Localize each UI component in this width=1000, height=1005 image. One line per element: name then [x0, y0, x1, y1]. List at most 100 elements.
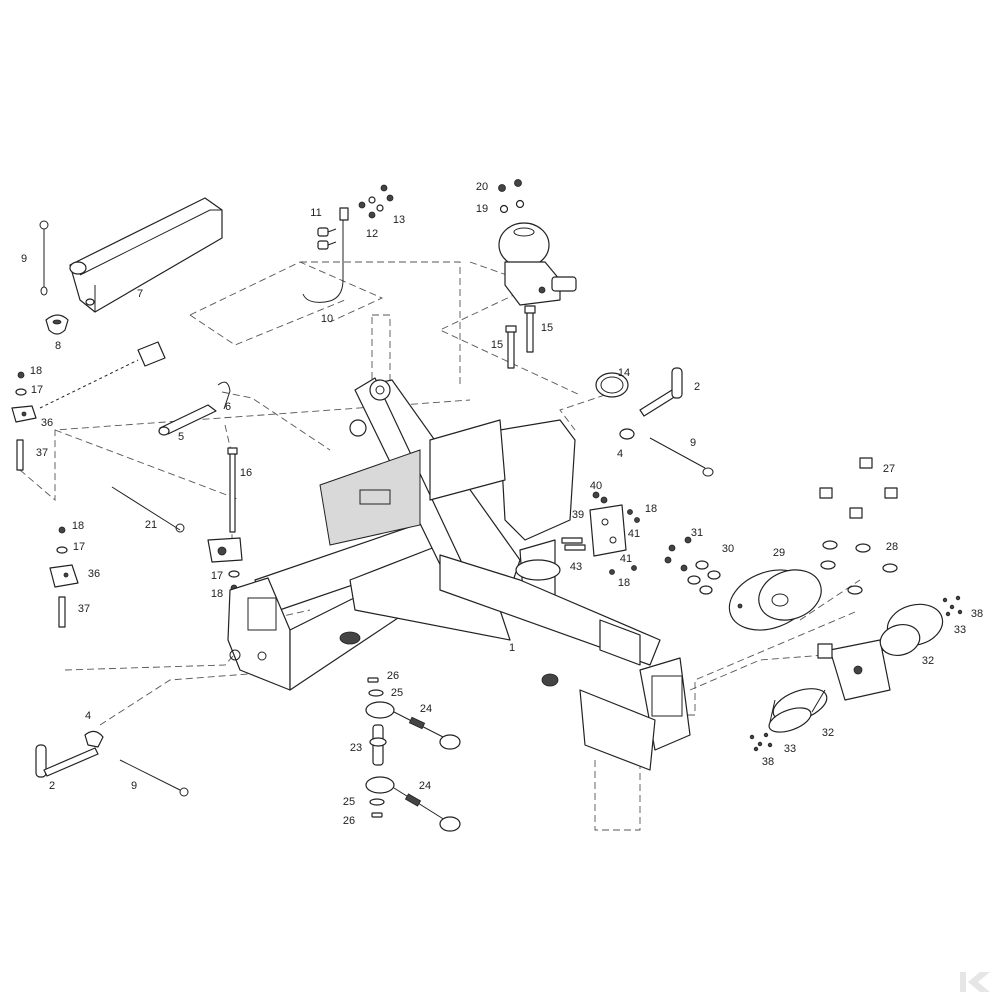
valve-block-assembly — [561, 491, 640, 575]
callout-c25a: 25 — [391, 687, 403, 699]
callout-c1: 1 — [509, 642, 515, 654]
part-26-pins — [367, 677, 383, 818]
callout-c38a: 38 — [971, 608, 983, 620]
callout-c14: 14 — [618, 367, 630, 379]
callout-c24a: 24 — [420, 703, 432, 715]
part-2-pin-lower-left — [35, 744, 99, 778]
callout-c40: 40 — [590, 480, 602, 492]
callout-c6: 6 — [225, 401, 231, 413]
part-10-hook-rod — [302, 207, 349, 303]
part-32-coupling-right — [879, 603, 944, 656]
part-8-lynch-clip — [45, 314, 69, 335]
callout-c18e: 18 — [618, 577, 630, 589]
callout-c32a: 32 — [922, 655, 934, 667]
callout-c18b: 18 — [72, 520, 84, 532]
callout-c37a: 37 — [36, 447, 48, 459]
part-31-bolts — [664, 536, 692, 572]
callout-c41a: 41 — [628, 528, 640, 540]
callout-c8: 8 — [55, 340, 61, 352]
part-28-washers — [820, 540, 898, 595]
part-6-clip — [217, 381, 231, 410]
callout-c33b: 33 — [784, 743, 796, 755]
callout-c7: 7 — [137, 288, 143, 300]
lower-fastener-stack — [49, 526, 79, 628]
callout-labels: 1224456789991011121314151516171717181818… — [21, 181, 983, 827]
gearbox — [817, 639, 891, 701]
callout-c15a: 15 — [491, 339, 503, 351]
callout-c39: 39 — [572, 509, 584, 521]
part-4-clip-right — [619, 428, 635, 440]
callout-c13: 13 — [393, 214, 405, 226]
hose-coupler-top-left — [39, 341, 166, 409]
callout-c17c: 17 — [211, 570, 223, 582]
part-21-pin — [111, 486, 185, 533]
callout-c9b: 9 — [690, 437, 696, 449]
part-19-20-nuts — [498, 179, 525, 214]
part-15-long-bolts — [505, 305, 536, 369]
callout-c21: 21 — [145, 519, 157, 531]
callout-c36b: 36 — [88, 568, 100, 580]
callout-c30: 30 — [722, 543, 734, 555]
callout-c18c: 18 — [211, 588, 223, 600]
part-25-washers — [368, 689, 385, 806]
callout-c4a: 4 — [617, 448, 623, 460]
part-24-turnbuckle-lower — [365, 776, 461, 832]
callout-c28: 28 — [886, 541, 898, 553]
part-16-long-bolt — [227, 447, 238, 533]
callout-c33a: 33 — [954, 624, 966, 636]
part-27-bolts — [819, 457, 898, 519]
part-33-38-screws — [749, 595, 963, 752]
callout-c31: 31 — [691, 527, 703, 539]
callout-c16: 16 — [240, 467, 252, 479]
callout-c17a: 17 — [31, 384, 43, 396]
callout-c18a: 18 — [30, 365, 42, 377]
callout-c37b: 37 — [78, 603, 90, 615]
upper-fastener-stack — [11, 371, 37, 471]
callout-c29: 29 — [773, 547, 785, 559]
part-9-cable-right — [649, 437, 714, 477]
callout-c15b: 15 — [541, 322, 553, 334]
part-7-tool-tray — [69, 197, 223, 313]
callout-c4b: 4 — [85, 710, 91, 722]
part-32-coupling-left — [768, 688, 828, 733]
part-24-turnbuckle-upper — [365, 701, 461, 750]
part-14-ring — [595, 372, 629, 398]
callout-c19: 19 — [476, 203, 488, 215]
callout-c18d: 18 — [645, 503, 657, 515]
part-12-13-nuts-washers — [358, 184, 394, 219]
callout-c24b: 24 — [419, 780, 431, 792]
part-2-pin-right — [639, 367, 683, 417]
small-bracket-17-18 — [207, 537, 243, 592]
callout-c27: 27 — [883, 463, 895, 475]
callout-c25b: 25 — [343, 796, 355, 808]
part-4-clip-lower-left — [84, 730, 104, 748]
callout-c36a: 36 — [41, 417, 53, 429]
part-29-gear-housing — [728, 569, 822, 631]
callout-c10: 10 — [321, 313, 333, 325]
part-30-washers — [687, 560, 721, 595]
callout-c26a: 26 — [387, 670, 399, 682]
callout-c32b: 32 — [822, 727, 834, 739]
callout-c38b: 38 — [762, 756, 774, 768]
part-1-main-frame — [227, 377, 691, 771]
callout-c11: 11 — [310, 207, 321, 219]
callout-c41b: 41 — [620, 553, 632, 565]
callout-c43: 43 — [570, 561, 582, 573]
part-9-safety-cable-upper-left — [39, 220, 49, 296]
callout-c9c: 9 — [131, 780, 137, 792]
callout-c20: 20 — [476, 181, 488, 193]
callout-c5: 5 — [178, 431, 184, 443]
callout-c2b: 2 — [49, 780, 55, 792]
callout-c9a: 9 — [21, 253, 27, 265]
callout-c23: 23 — [350, 742, 362, 754]
hydraulic-accumulator-block — [498, 222, 577, 306]
callout-c2a: 2 — [694, 381, 700, 393]
part-9-cable-lower-left — [119, 759, 189, 797]
part-23-pin — [369, 724, 387, 766]
kramp-k-logo-icon — [960, 972, 990, 992]
part-11-bolts — [317, 227, 337, 250]
part-5-pin — [158, 404, 217, 436]
callout-c26b: 26 — [343, 815, 355, 827]
